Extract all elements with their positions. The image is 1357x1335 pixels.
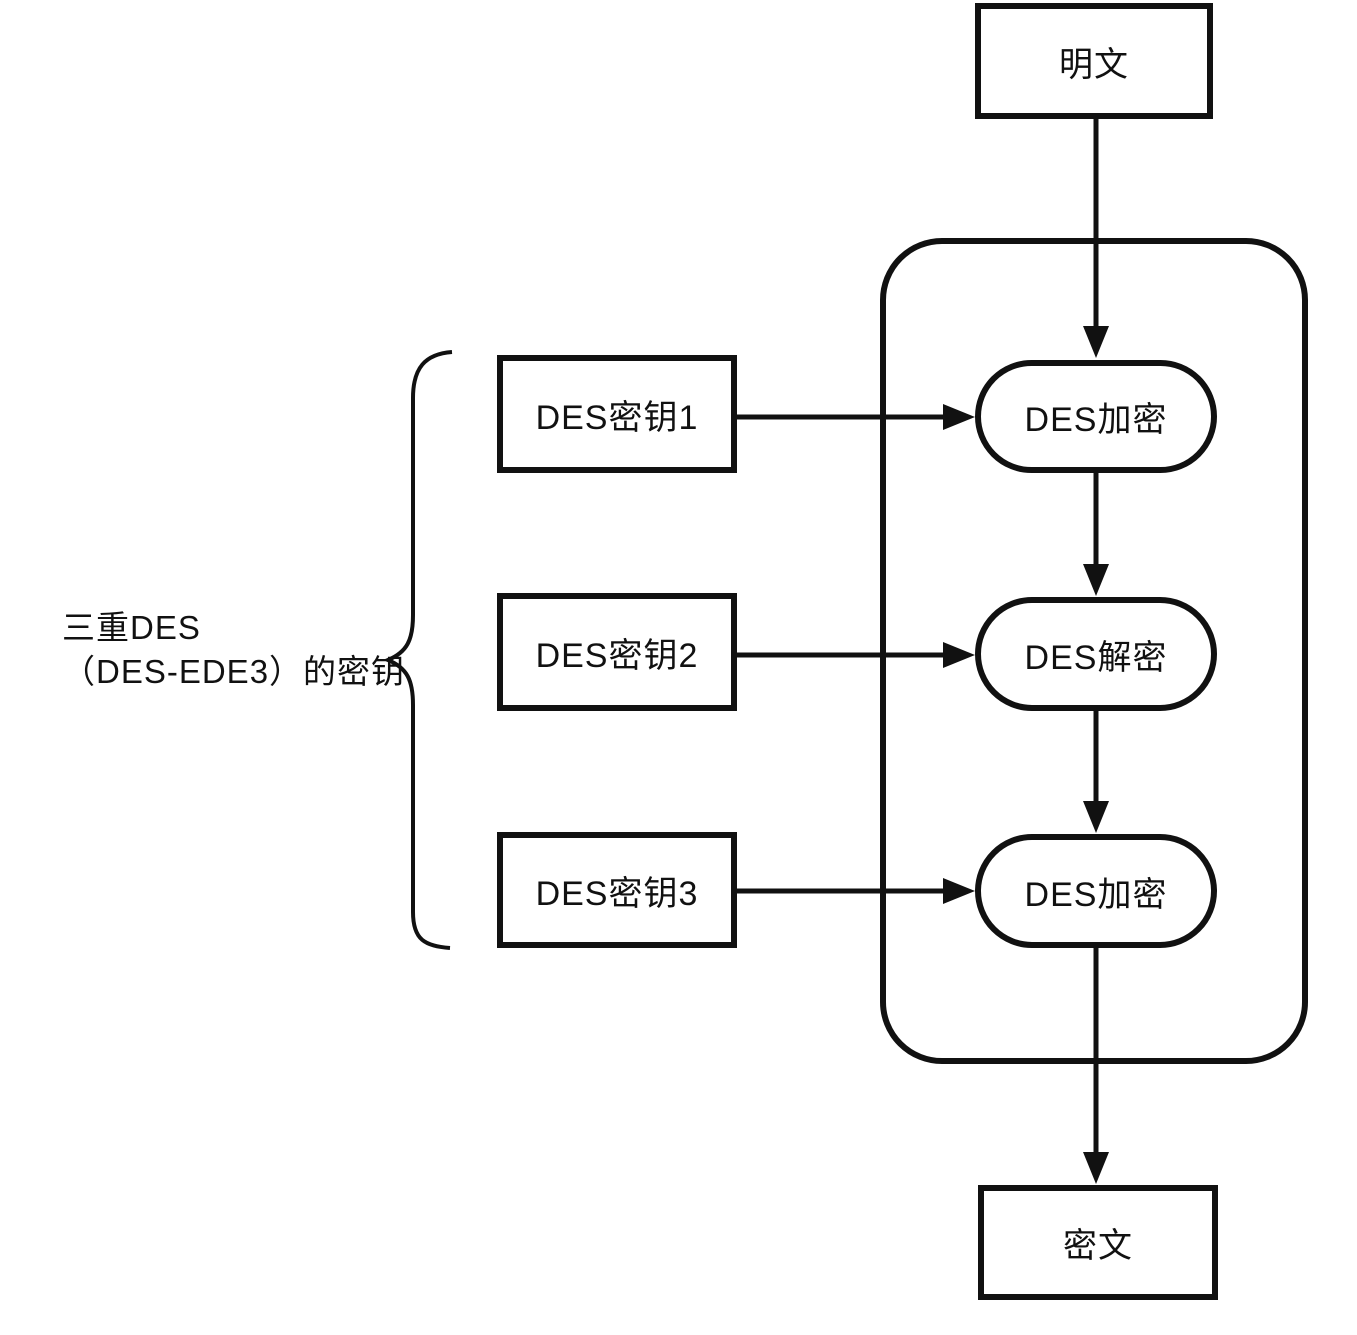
des-key2-box: DES密钥2 [497, 593, 737, 711]
des-decrypt-label: DES解密 [1024, 638, 1168, 677]
arrowhead-key1-to-encrypt1 [943, 404, 975, 430]
des-key1-label: DES密钥1 [535, 398, 699, 437]
keys-group-brace [382, 350, 453, 950]
des-decrypt-box: DES解密 [975, 597, 1217, 711]
des-encrypt2-box: DES加密 [975, 834, 1217, 948]
triple-des-keys-label-line1: 三重DES [62, 609, 201, 646]
des-key3-box: DES密钥3 [497, 832, 737, 948]
arrowhead-key3-to-encrypt2 [943, 878, 975, 904]
des-encrypt1-label: DES加密 [1024, 401, 1168, 439]
des-key2-label: DES密钥2 [535, 636, 699, 675]
plaintext-label: 明文 [1059, 45, 1129, 84]
ciphertext-box: 密文 [978, 1185, 1218, 1300]
triple-des-keys-label: 三重DES （DES-EDE3）的密钥 [62, 606, 405, 694]
arrowhead-plaintext-to-encrypt1 [1083, 326, 1109, 358]
ciphertext-label: 密文 [1063, 1227, 1133, 1265]
arrowhead-encrypt2-to-ciphertext [1083, 1152, 1109, 1184]
triple-des-keys-label-line2: （DES-EDE3）的密钥 [62, 653, 406, 690]
arrowhead-decrypt-to-encrypt2 [1083, 801, 1109, 833]
arrowhead-encrypt1-to-decrypt [1083, 564, 1109, 596]
des-encrypt1-box: DES加密 [975, 360, 1217, 473]
des-key3-label: DES密钥3 [535, 874, 699, 913]
arrowhead-key2-to-decrypt [943, 642, 975, 668]
des-key1-box: DES密钥1 [497, 355, 737, 473]
plaintext-box: 明文 [975, 3, 1213, 119]
des-encrypt2-label: DES加密 [1024, 875, 1168, 914]
